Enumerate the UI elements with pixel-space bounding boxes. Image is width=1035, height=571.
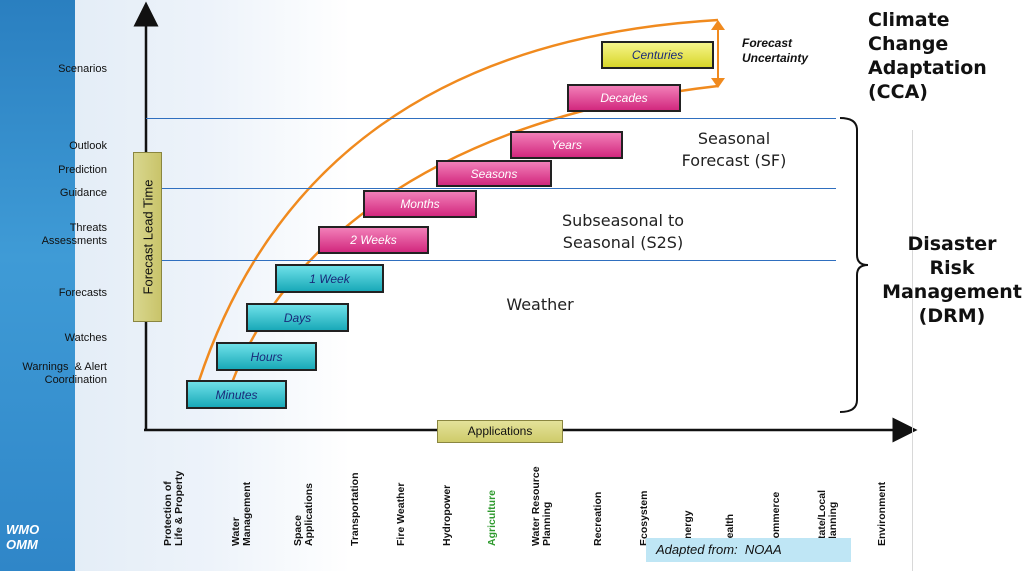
left-blue-strip — [0, 0, 75, 571]
application-label: Water Management — [230, 481, 253, 546]
lead-time-label: Outlook — [69, 140, 107, 152]
application-label: Energy — [682, 510, 694, 546]
application-label: Water Resource Planning — [530, 466, 553, 546]
application-label: Environment — [876, 481, 888, 546]
region-s2s: Subseasonal to Seasonal (S2S) — [561, 211, 685, 252]
right-divider — [912, 130, 913, 571]
upper-uncertainty-curve — [194, 18, 719, 391]
application-label: Transportation — [349, 472, 361, 546]
bar-decades: Decades — [567, 84, 681, 112]
lead-time-label: Threats Assessments — [41, 222, 107, 247]
application-label: State/Local Planning — [816, 489, 839, 546]
y-axis-label: Forecast Lead Time — [140, 179, 155, 295]
application-label: Recreation — [592, 491, 604, 546]
application-label: Hydropower — [441, 484, 453, 546]
cca-title: Climate Change Adaptation (CCA) — [868, 9, 987, 103]
uncertainty-arrow-bottom — [711, 78, 725, 88]
cca-boundary-line — [146, 118, 836, 119]
s2s-weather-boundary-line — [146, 260, 836, 261]
x-axis-label: Applications — [437, 420, 563, 443]
region-seasonal-forecast: Seasonal Forecast (SF) — [681, 129, 787, 170]
bar-months: Months — [363, 190, 477, 218]
lead-time-label: Forecasts — [58, 287, 107, 299]
bar-minutes: Minutes — [186, 380, 287, 409]
drm-brace — [839, 117, 869, 413]
lead-time-label: Warnings & Alert Coordination — [22, 361, 107, 386]
forecast-uncertainty-label: Forecast Uncertainty — [742, 36, 809, 65]
sf-s2s-boundary-line — [146, 188, 836, 189]
application-label: Ecosystem — [638, 490, 650, 546]
bar-years: Years — [510, 131, 623, 159]
bar-2-weeks: 2 Weeks — [318, 226, 429, 254]
bar-days: Days — [246, 303, 349, 332]
lead-time-label: Scenarios — [58, 63, 107, 75]
lead-time-label: Prediction — [58, 164, 107, 176]
bar-1-week: 1 Week — [275, 264, 384, 293]
lead-time-label: Watches — [64, 332, 107, 344]
bar-centuries: Centuries — [601, 41, 714, 69]
application-label: Fire Weather — [395, 482, 407, 546]
application-label: Health — [724, 513, 736, 546]
lead-time-label: Guidance — [59, 187, 107, 199]
application-label: Commerce — [770, 491, 782, 546]
source-note: Adapted from: NOAA — [646, 538, 851, 562]
application-label: Protection of Life & Property — [162, 470, 185, 546]
bar-hours: Hours — [216, 342, 317, 371]
region-weather: Weather — [506, 295, 574, 314]
wmo-logo: WMO OMM — [6, 522, 40, 552]
y-axis-label-bar: Forecast Lead Time — [133, 152, 162, 322]
application-label: Space Applications — [292, 482, 315, 546]
uncertainty-arrow-top — [711, 20, 725, 30]
bar-seasons: Seasons — [436, 160, 552, 187]
drm-title: Disaster Risk Management (DRM) — [882, 233, 1022, 327]
application-label: Agriculture — [486, 489, 498, 546]
